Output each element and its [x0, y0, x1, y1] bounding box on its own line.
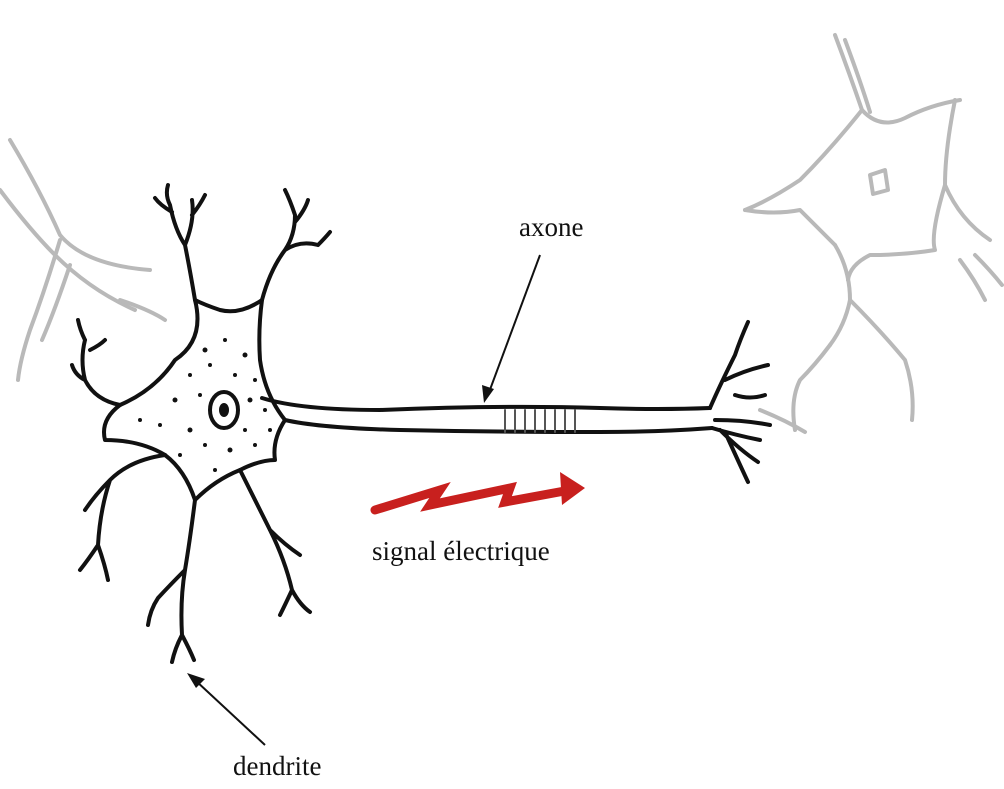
- signal-label: signal électrique: [372, 536, 550, 566]
- axon-pointer-arrow: [482, 255, 540, 403]
- signal-arrow: [375, 472, 585, 510]
- nucleolus: [219, 403, 229, 417]
- dendrite-lower: [148, 500, 195, 662]
- axon-hatching: [505, 410, 575, 432]
- dendrite-lower-left: [80, 455, 165, 580]
- cell-body: [104, 300, 285, 500]
- dendrite-label: dendrite: [233, 751, 321, 781]
- dendrite-upper-right: [262, 190, 330, 300]
- right-neighbor-neuron: [745, 35, 1002, 432]
- axon-label: axone: [519, 212, 583, 242]
- dendrite-upper-left: [155, 185, 205, 300]
- main-neuron: [72, 185, 770, 662]
- axon-terminal: [710, 322, 770, 482]
- dendrite-lower-right: [240, 470, 310, 615]
- dendrite-left: [72, 320, 120, 405]
- axon-bottom-edge: [285, 420, 712, 432]
- dendrite-pointer-arrow: [187, 673, 265, 745]
